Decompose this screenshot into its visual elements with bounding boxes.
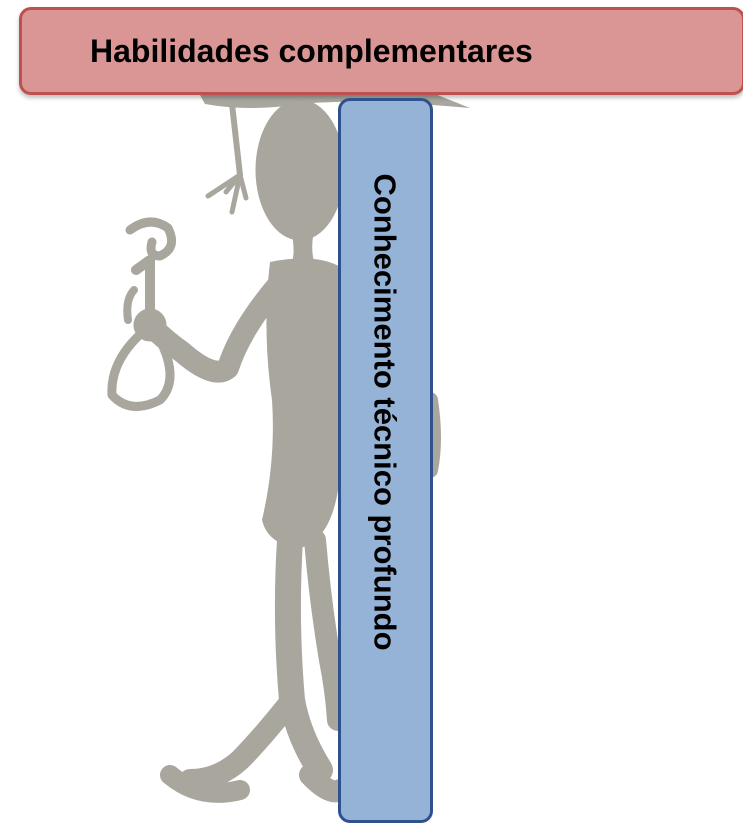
horizontal-bar-complementary-skills: Habilidades complementares <box>19 7 743 95</box>
vertical-bar-label: Conhecimento técnico profundo <box>367 173 403 651</box>
vertical-bar-deep-technical-knowledge <box>338 98 433 823</box>
horizontal-bar-label: Habilidades complementares <box>90 33 533 69</box>
